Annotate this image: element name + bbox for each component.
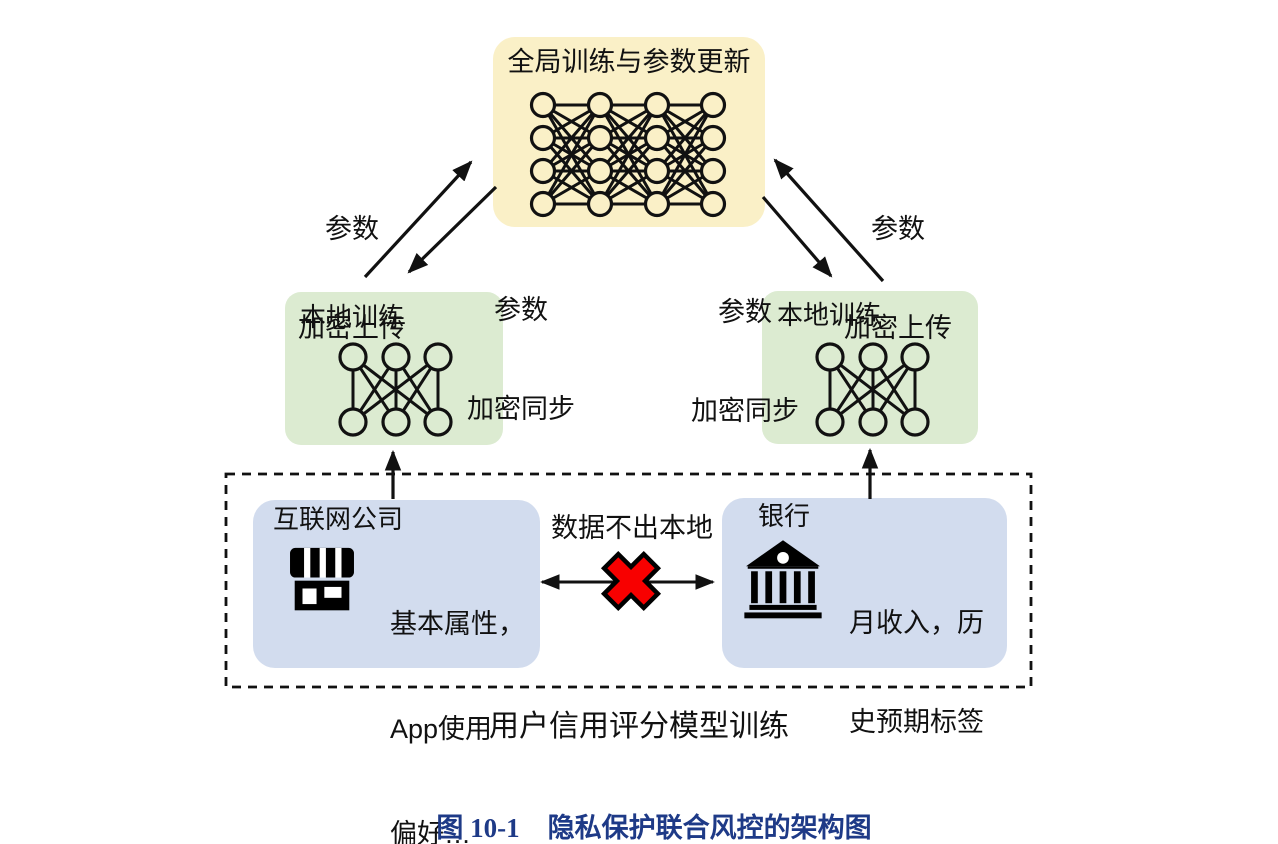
bank-data: 月收入，历 史预期标签 — [849, 541, 984, 805]
internet-company-data-line2: App使用 — [390, 714, 493, 744]
store-icon — [290, 547, 354, 611]
internet-company-title: 互联网公司 — [273, 504, 404, 534]
internet-company-data-line3: 偏好… — [390, 819, 471, 844]
bank-data-line1: 月收入，历 — [849, 608, 984, 638]
figure-number: 图 10-1 — [436, 812, 520, 843]
blocked-cross-icon — [600, 550, 662, 612]
upload-label-right-line1: 参数 — [871, 214, 925, 244]
bank-data-line2: 史预期标签 — [849, 707, 984, 737]
upload-label-left-line2: 加密上传 — [298, 313, 406, 343]
sync-label-left-line1: 参数 — [494, 295, 548, 325]
local-box-title-right: 本地训练 — [777, 300, 882, 330]
global-box-title: 全局训练与参数更新 — [507, 47, 751, 77]
sync-label-left-line2: 加密同步 — [467, 394, 575, 424]
upload-label-left: 参数 加密上传 — [272, 147, 432, 411]
bank-icon — [744, 540, 822, 619]
sync-label-right: 参数 加密同步 — [665, 230, 825, 494]
bank-title: 银行 — [758, 501, 811, 531]
figure-title: 隐私保护联合风控的架构图 — [547, 812, 872, 843]
local-box-title-left: 本地训练 — [300, 302, 405, 332]
internet-company-data-line1: 基本属性， — [390, 609, 525, 639]
sync-label-right-line1: 参数 — [718, 297, 772, 327]
upload-label-left-line1: 参数 — [325, 214, 379, 244]
upload-label-right-line2: 加密上传 — [844, 313, 952, 343]
figure-caption: 图 10-1 隐私保护联合风控的架构图 — [0, 778, 1278, 844]
data-locality-note: 数据不出本地 — [551, 513, 713, 543]
sync-label-right-line2: 加密同步 — [691, 396, 799, 426]
upload-label-right: 参数 加密上传 — [818, 147, 978, 411]
scenario-caption: 用户信用评分模型训练 — [489, 710, 789, 743]
sync-label-left: 参数 加密同步 — [441, 228, 601, 492]
